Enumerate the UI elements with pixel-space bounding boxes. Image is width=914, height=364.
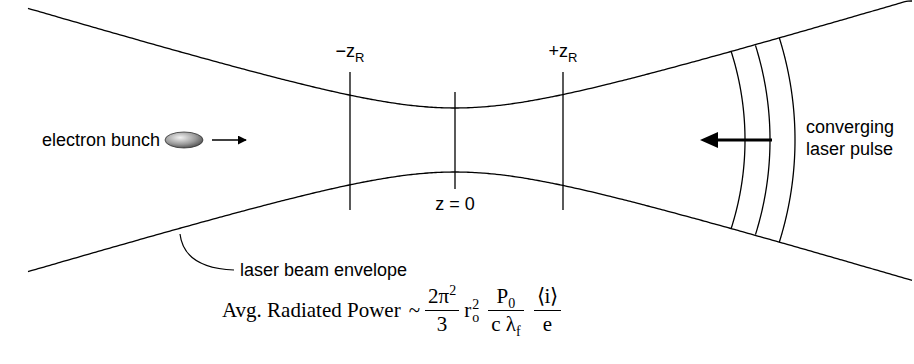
z0-label-box: z = 0 [405,193,505,215]
wavefront-arc [779,38,795,242]
minus-zr-line [349,72,350,210]
label-text: R [568,50,577,65]
label-text: f [516,324,521,339]
bunch-label-box: electron bunch [20,129,160,151]
label-text: −z [336,41,356,61]
pulse-arrow-head [700,132,718,148]
pulse-arrow-shaft [714,139,772,142]
label-text: 2 [449,283,456,298]
label-text: 3 [437,312,448,336]
label-text: +z [549,41,569,61]
label-text: r [464,298,471,323]
label-text: ~ [409,298,420,323]
label-text: 0 [508,296,515,311]
label-text: c λ [491,312,516,336]
electron-bunch [165,132,203,148]
plus-zr-line [562,72,563,210]
label-text: e [543,312,552,336]
minus-zr-label: −zR [310,40,390,64]
envelope-bottom [28,172,912,280]
label-text: Avg. Radiated Power [222,298,401,323]
label-text: 2 [472,298,479,311]
leader-line [180,234,234,270]
label-text: o [472,311,479,324]
label-text: z = 0 [435,194,475,214]
label-text: 2π [428,284,449,308]
bunch-arrow [212,139,246,140]
envelope-label-box: laser beam envelope [240,259,407,281]
plus-zr-label: +zR [523,40,603,64]
label-text: laser beam envelope [240,260,407,280]
pulse-label-box: converging laser pulse [806,116,910,160]
label-text: converging laser pulse [806,117,894,159]
z0-line [454,92,455,189]
label-text: electron bunch [42,130,160,150]
envelope-top [28,1,912,108]
label-text: R [355,50,364,65]
label-text: ⟨i⟩ [537,284,559,308]
formula: Avg. Radiated Power ~ 2π23 r 2o P0c λf ⟨… [222,284,566,337]
label-text: P [497,284,509,308]
